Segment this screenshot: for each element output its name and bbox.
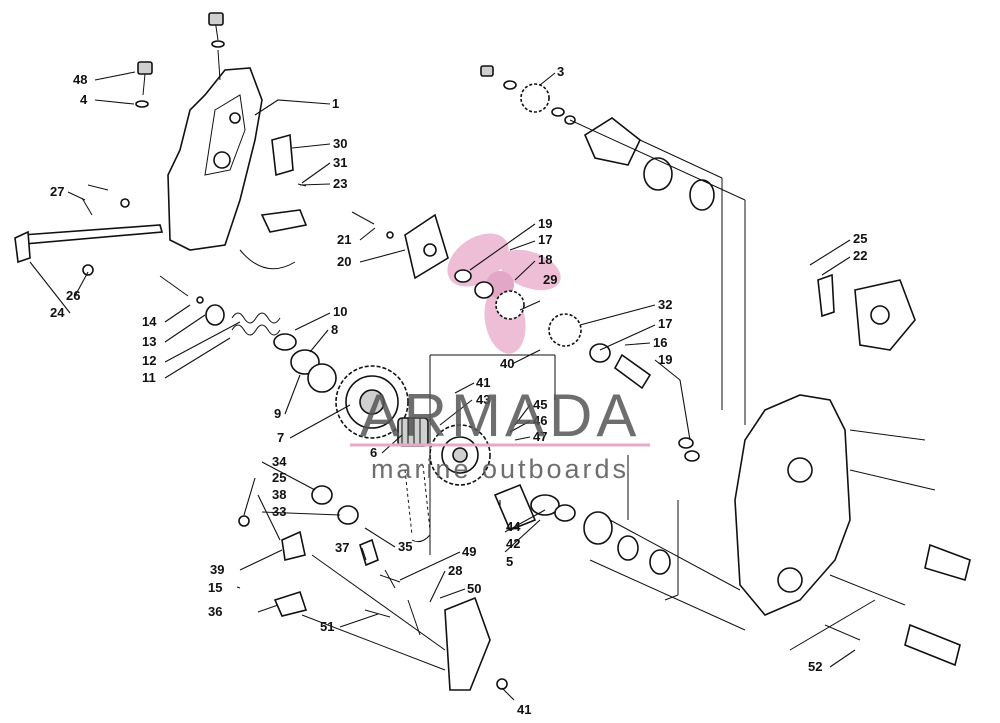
callout-36: 36: [208, 604, 222, 619]
drive-chain: [404, 464, 431, 543]
callout-44: 44: [506, 519, 521, 534]
watermark: ARMADA marine outboards: [350, 382, 650, 484]
callout-41-upper: 41: [476, 375, 490, 390]
callout-8: 8: [331, 322, 338, 337]
callout-3: 3: [557, 64, 564, 79]
leader-lines: [29, 71, 856, 701]
callout-29: 29: [543, 272, 557, 287]
callout-12: 12: [142, 353, 156, 368]
callout-10: 10: [333, 304, 347, 319]
watermark-tagline: marine outboards: [371, 454, 629, 484]
callout-13: 13: [142, 334, 156, 349]
assembly-lines: [301, 119, 936, 671]
callout-17-lower: 17: [658, 316, 672, 331]
callout-26: 26: [66, 288, 80, 303]
callout-6: 6: [370, 445, 377, 460]
callout-28: 28: [448, 563, 462, 578]
callout-48: 48: [73, 72, 87, 87]
bracket-20: [351, 211, 449, 280]
callout-33: 33: [272, 504, 286, 519]
callout-21: 21: [337, 232, 351, 247]
callout-41-lower: 41: [517, 702, 531, 717]
watermark-brand: ARMADA: [360, 382, 641, 449]
callout-labels: 1 3 4 5 6 7 8 9 10 11 12 13 14 15 16 17 …: [50, 64, 867, 717]
callout-19-lower: 19: [658, 352, 672, 367]
callout-43: 43: [476, 392, 490, 407]
callout-14: 14: [142, 314, 157, 329]
callout-47: 47: [533, 429, 547, 444]
callout-22: 22: [853, 248, 867, 263]
callout-18: 18: [538, 252, 552, 267]
callout-9: 9: [274, 406, 281, 421]
tensioner-rollers: [238, 485, 508, 691]
callout-46: 46: [533, 413, 547, 428]
callout-25-right: 25: [853, 231, 867, 246]
screw-48: [135, 61, 153, 108]
chaincase-housing: [734, 273, 971, 667]
tensioner-assembly: [159, 275, 337, 393]
callout-37: 37: [335, 540, 349, 555]
lower-sprocket: [335, 365, 409, 439]
callout-4: 4: [80, 92, 88, 107]
sprocket-18: [454, 269, 700, 462]
callout-11: 11: [142, 370, 156, 385]
callout-52: 52: [808, 659, 822, 674]
callout-17-upper: 17: [538, 232, 552, 247]
callout-1: 1: [332, 96, 339, 111]
callout-51: 51: [320, 619, 334, 634]
callout-42: 42: [506, 536, 520, 551]
callout-5: 5: [506, 554, 513, 569]
callout-45: 45: [533, 397, 547, 412]
callout-23: 23: [333, 176, 347, 191]
callout-35: 35: [398, 539, 412, 554]
callout-39: 39: [210, 562, 224, 577]
sprocket-3: [480, 65, 715, 211]
callout-19-upper: 19: [538, 216, 552, 231]
callout-32: 32: [658, 297, 672, 312]
callout-34: 34: [272, 454, 287, 469]
callout-20: 20: [337, 254, 351, 269]
callout-27: 27: [50, 184, 64, 199]
callout-30: 30: [333, 136, 347, 151]
callout-24: 24: [50, 305, 65, 320]
callout-31: 31: [333, 155, 347, 170]
callout-50: 50: [467, 581, 481, 596]
callout-15: 15: [208, 580, 222, 595]
chaincase-cover: [167, 12, 296, 270]
callout-40: 40: [500, 356, 514, 371]
callout-25-left: 25: [272, 470, 286, 485]
callout-16: 16: [653, 335, 667, 350]
callout-7: 7: [277, 430, 284, 445]
plate-30: [260, 133, 308, 233]
callout-49: 49: [462, 544, 476, 559]
callout-38: 38: [272, 487, 286, 502]
shift-shaft: [14, 184, 164, 276]
